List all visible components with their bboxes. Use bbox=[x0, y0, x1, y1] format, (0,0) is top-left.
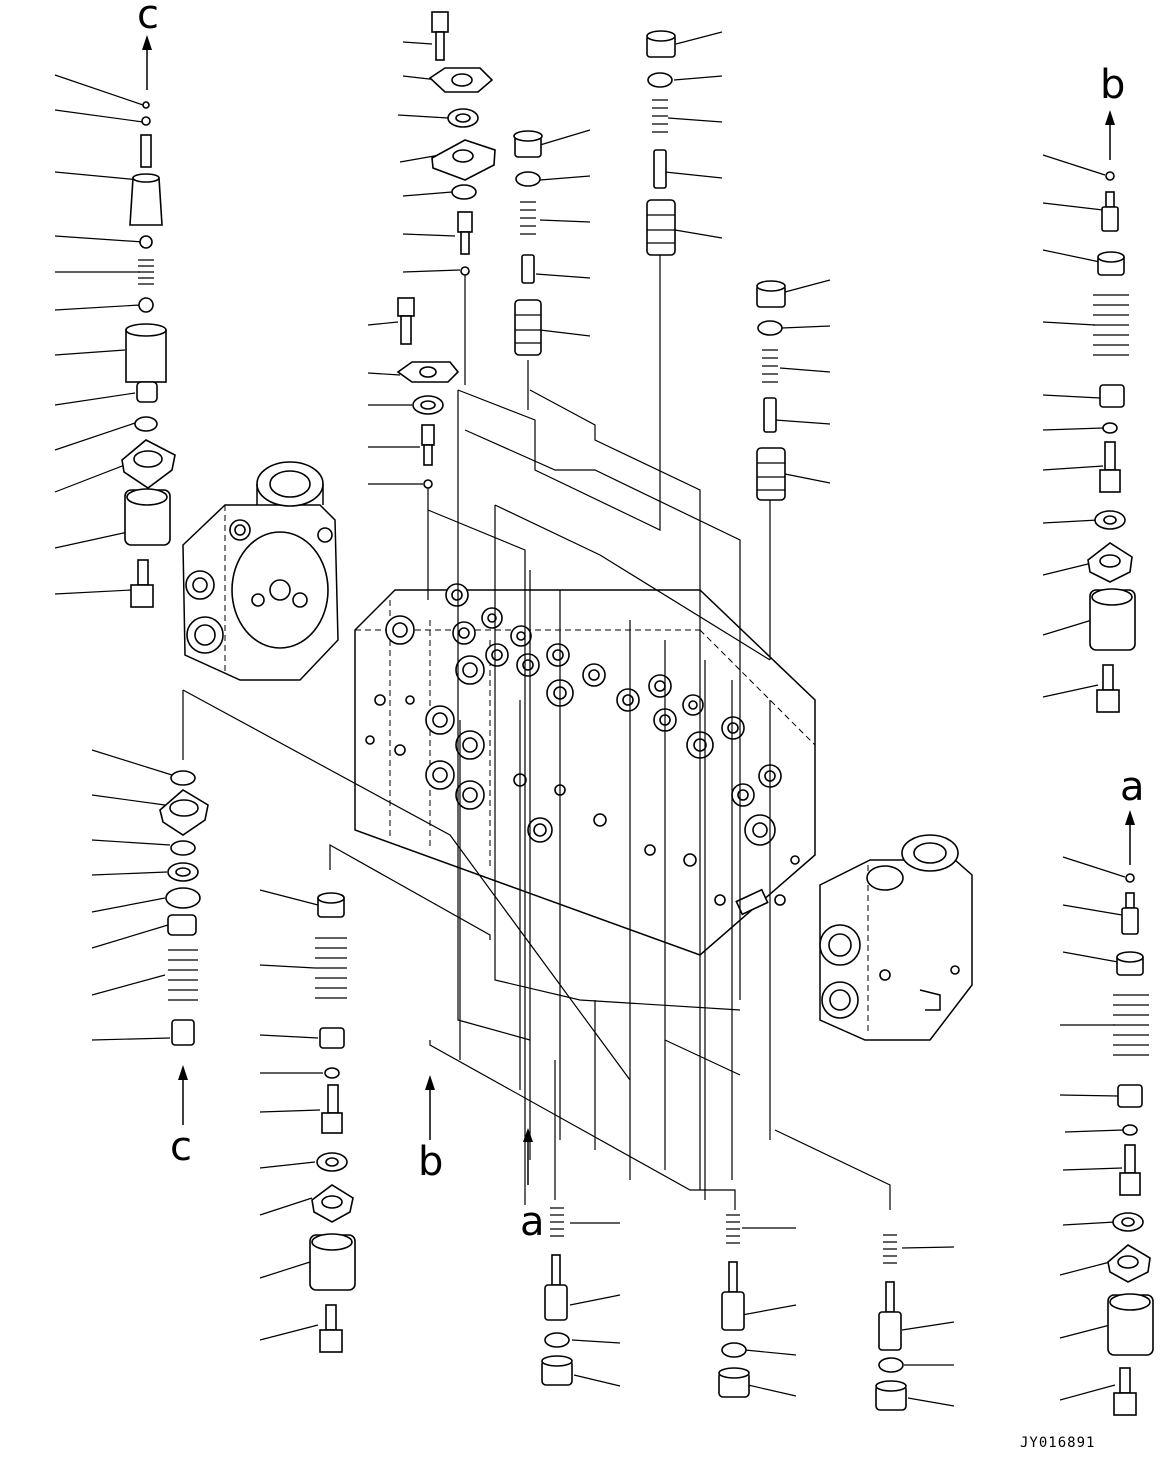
assembly-lines bbox=[182, 255, 891, 1210]
right-lower-valve-stack: a bbox=[1107, 764, 1154, 1416]
leader-lines bbox=[54, 31, 1126, 1407]
left-end-cover bbox=[182, 461, 339, 681]
control-valve-body bbox=[354, 583, 816, 956]
top-middle-stack-3 bbox=[646, 30, 676, 256]
left-lower-valve-stack: c bbox=[159, 770, 209, 1170]
right-upper-valve-stack: b bbox=[1087, 62, 1136, 713]
lower-left-valve-stack: b bbox=[309, 892, 443, 1353]
top-middle-stack-1 bbox=[396, 11, 496, 489]
left-relief-valve-stack: c bbox=[121, 0, 176, 608]
bottom-spool-2 bbox=[718, 1214, 750, 1398]
connector-label-c-bottom: c bbox=[170, 1124, 192, 1170]
bottom-spool-1: a bbox=[520, 1128, 573, 1386]
top-middle-stack-4 bbox=[756, 280, 786, 501]
drawing-code: JY016891 bbox=[1020, 1435, 1095, 1451]
connector-label-a-bottom: a bbox=[520, 1199, 545, 1245]
top-middle-stack-2 bbox=[513, 130, 543, 356]
connector-label-c-top: c bbox=[137, 0, 159, 38]
connector-label-b-bottom: b bbox=[418, 1139, 443, 1185]
connector-label-b-top: b bbox=[1100, 62, 1125, 108]
connector-label-a-right: a bbox=[1120, 764, 1145, 810]
right-end-cover bbox=[819, 834, 973, 1041]
bottom-spool-3 bbox=[875, 1234, 907, 1411]
